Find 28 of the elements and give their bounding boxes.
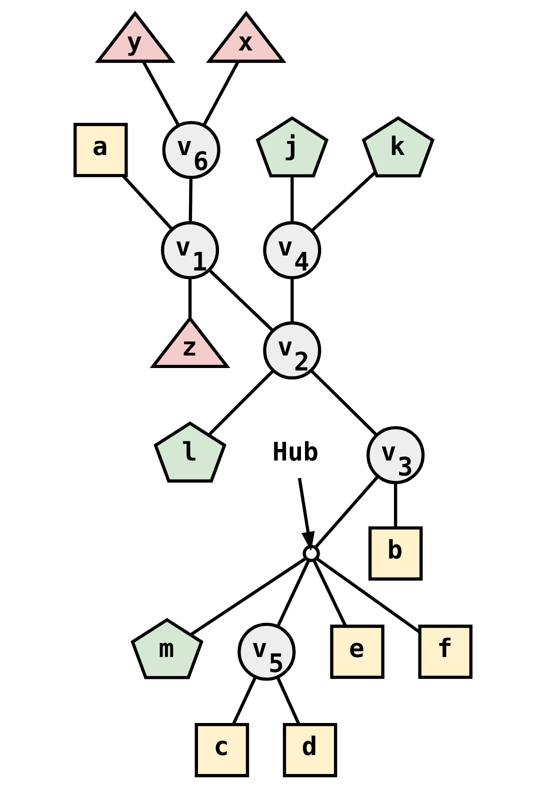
node-text: Hub — [272, 437, 318, 468]
connector — [310, 369, 377, 436]
arrow — [297, 478, 314, 552]
connector — [202, 60, 239, 126]
connector — [208, 268, 274, 332]
connector — [188, 278, 192, 318]
node-box: d — [282, 722, 337, 778]
node-box: f — [418, 624, 472, 679]
connector — [290, 278, 294, 323]
node-box: a — [73, 122, 128, 178]
connector — [142, 60, 180, 126]
connector — [393, 483, 397, 528]
connector — [190, 557, 306, 636]
node-circle — [302, 544, 320, 562]
node-box: e — [330, 624, 384, 679]
connector — [207, 370, 274, 436]
node-box: c — [194, 722, 249, 778]
connector — [276, 676, 300, 725]
connector — [231, 676, 256, 725]
connector — [314, 476, 378, 549]
connector — [312, 560, 347, 627]
connector — [310, 171, 376, 232]
node-box: b — [368, 526, 422, 581]
connector — [314, 557, 420, 634]
connector — [290, 176, 294, 223]
connector — [122, 174, 173, 230]
connector — [188, 177, 192, 223]
connector — [276, 560, 310, 628]
